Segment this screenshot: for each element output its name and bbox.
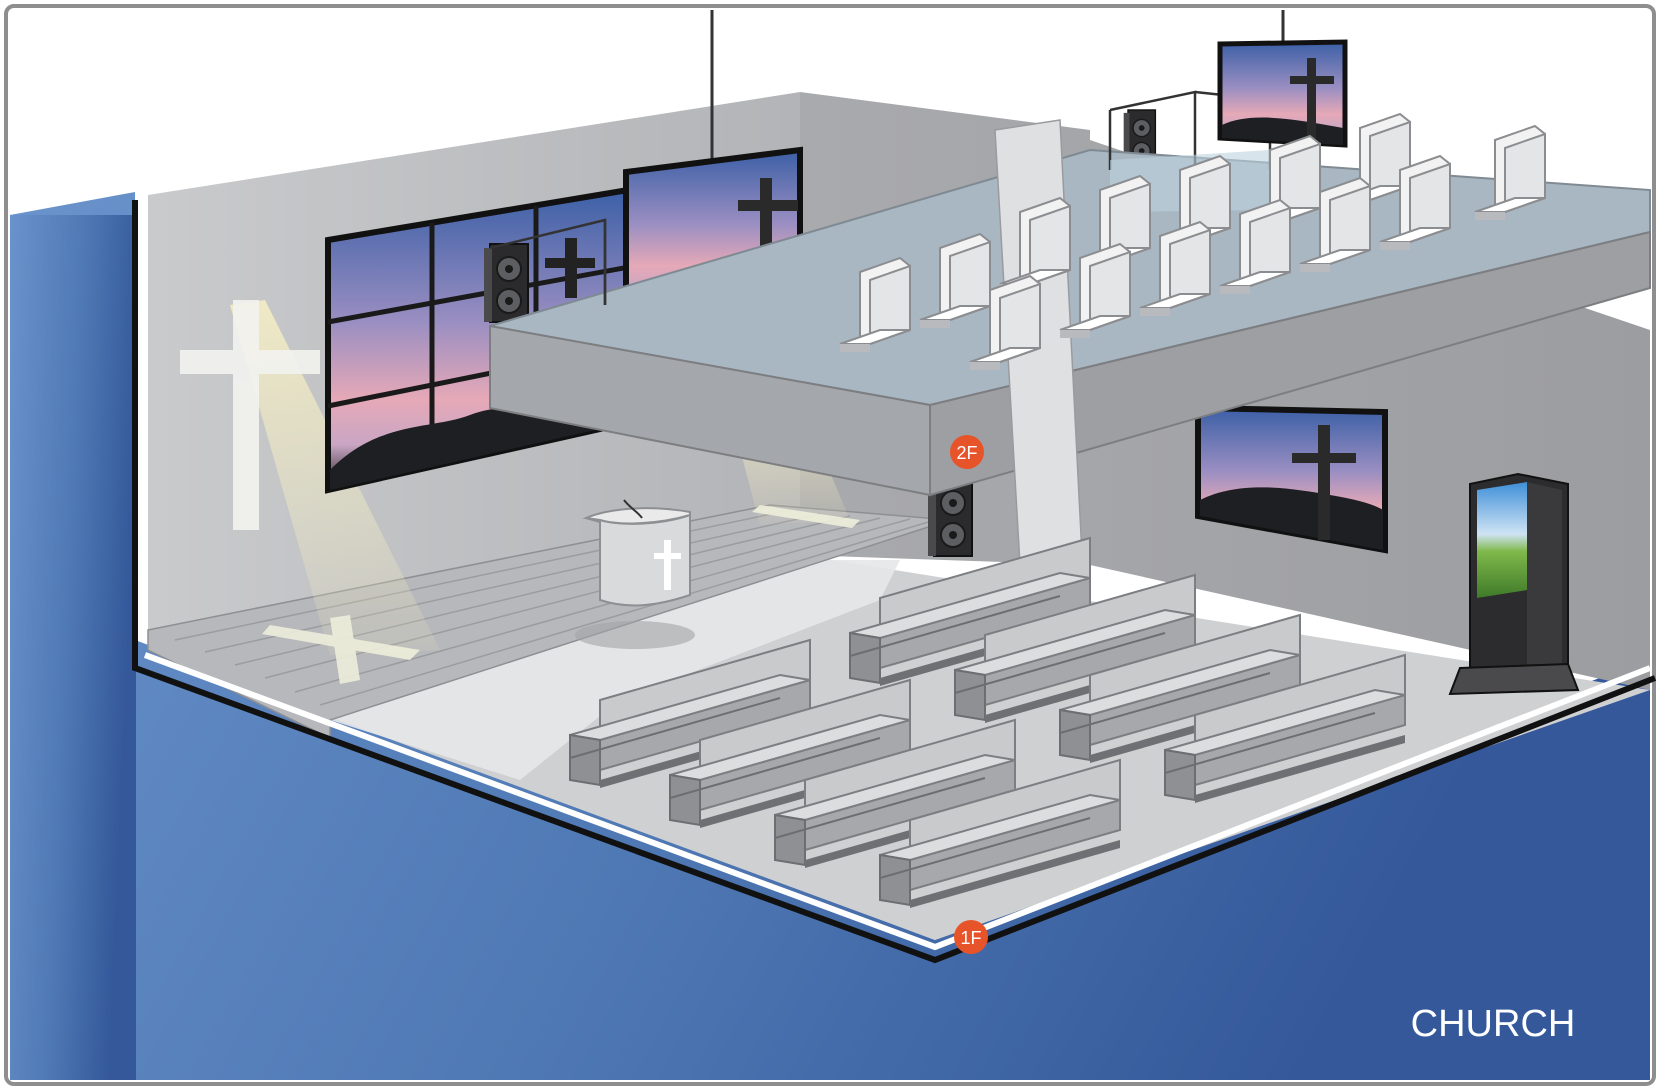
digital-signage-kiosk-icon xyxy=(1448,472,1580,696)
blue-backdrop-left xyxy=(10,215,136,1080)
pulpit-icon xyxy=(575,499,695,649)
floor-marker-2f: 2F xyxy=(950,435,984,469)
floor-marker-2f-label: 2F xyxy=(956,443,977,463)
display-screen-icon xyxy=(1217,10,1348,148)
floor-marker-1f: 1F xyxy=(954,920,988,954)
blue-backdrop xyxy=(10,192,1650,1080)
aisle-light xyxy=(330,560,900,780)
display-screen-icon xyxy=(1195,404,1388,554)
wall-cross-icon xyxy=(180,300,320,530)
balcony-side-face xyxy=(929,230,1651,497)
room-edge xyxy=(132,200,1657,964)
speaker-icon xyxy=(483,243,529,323)
floor-marker-1f-label: 1F xyxy=(960,928,981,948)
scene-title: CHURCH xyxy=(1411,1003,1576,1045)
